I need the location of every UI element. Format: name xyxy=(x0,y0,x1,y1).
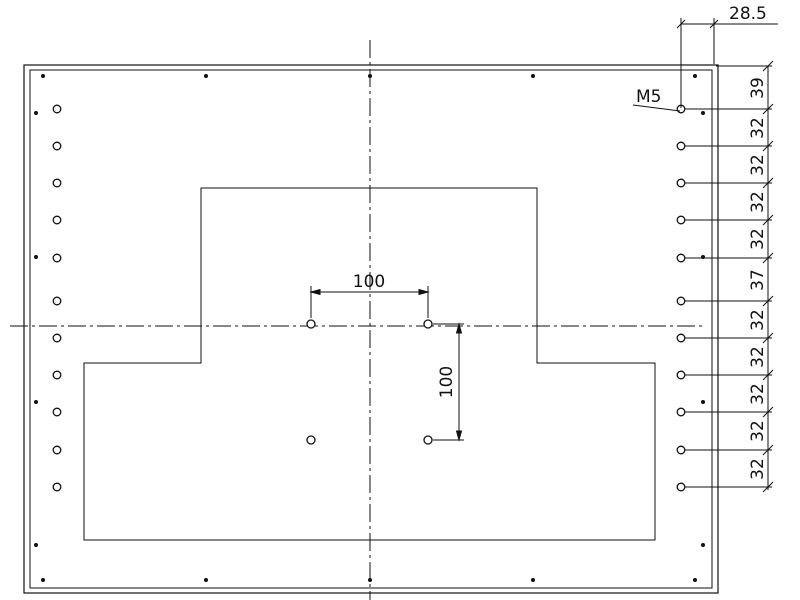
dim-32-a: 32 xyxy=(748,117,768,139)
dim-39: 39 xyxy=(748,77,768,99)
dim-32-c: 32 xyxy=(748,191,768,213)
inner-frame xyxy=(29,69,713,589)
center-hole-pattern xyxy=(306,319,433,445)
horizontal-100-dimension xyxy=(309,286,430,318)
dim-100-horizontal: 100 xyxy=(353,272,385,292)
dim-32-d: 32 xyxy=(748,228,768,250)
dim-32-i: 32 xyxy=(748,458,768,480)
right-dimension-line xyxy=(716,60,774,493)
outer-frame xyxy=(23,64,719,594)
dim-32-b: 32 xyxy=(748,154,768,176)
frame-dots xyxy=(34,74,705,582)
right-hole-column xyxy=(676,104,772,492)
cutout-outline xyxy=(83,187,656,541)
m5-leader xyxy=(632,104,681,112)
dim-28-5: 28.5 xyxy=(729,4,767,24)
left-hole-column xyxy=(52,104,62,492)
thread-label: M5 xyxy=(636,87,661,107)
dim-32-h: 32 xyxy=(748,420,768,442)
dim-37: 37 xyxy=(748,269,768,291)
vertical-100-dimension xyxy=(433,322,464,442)
dim-32-f: 32 xyxy=(748,346,768,368)
dim-32-g: 32 xyxy=(748,383,768,405)
dim-100-vertical: 100 xyxy=(437,366,457,398)
dim-32-e: 32 xyxy=(748,309,768,331)
right-dimension-labels: 39 32 32 32 32 37 32 32 32 32 32 xyxy=(748,77,768,480)
top-offset-dimension xyxy=(676,18,778,108)
